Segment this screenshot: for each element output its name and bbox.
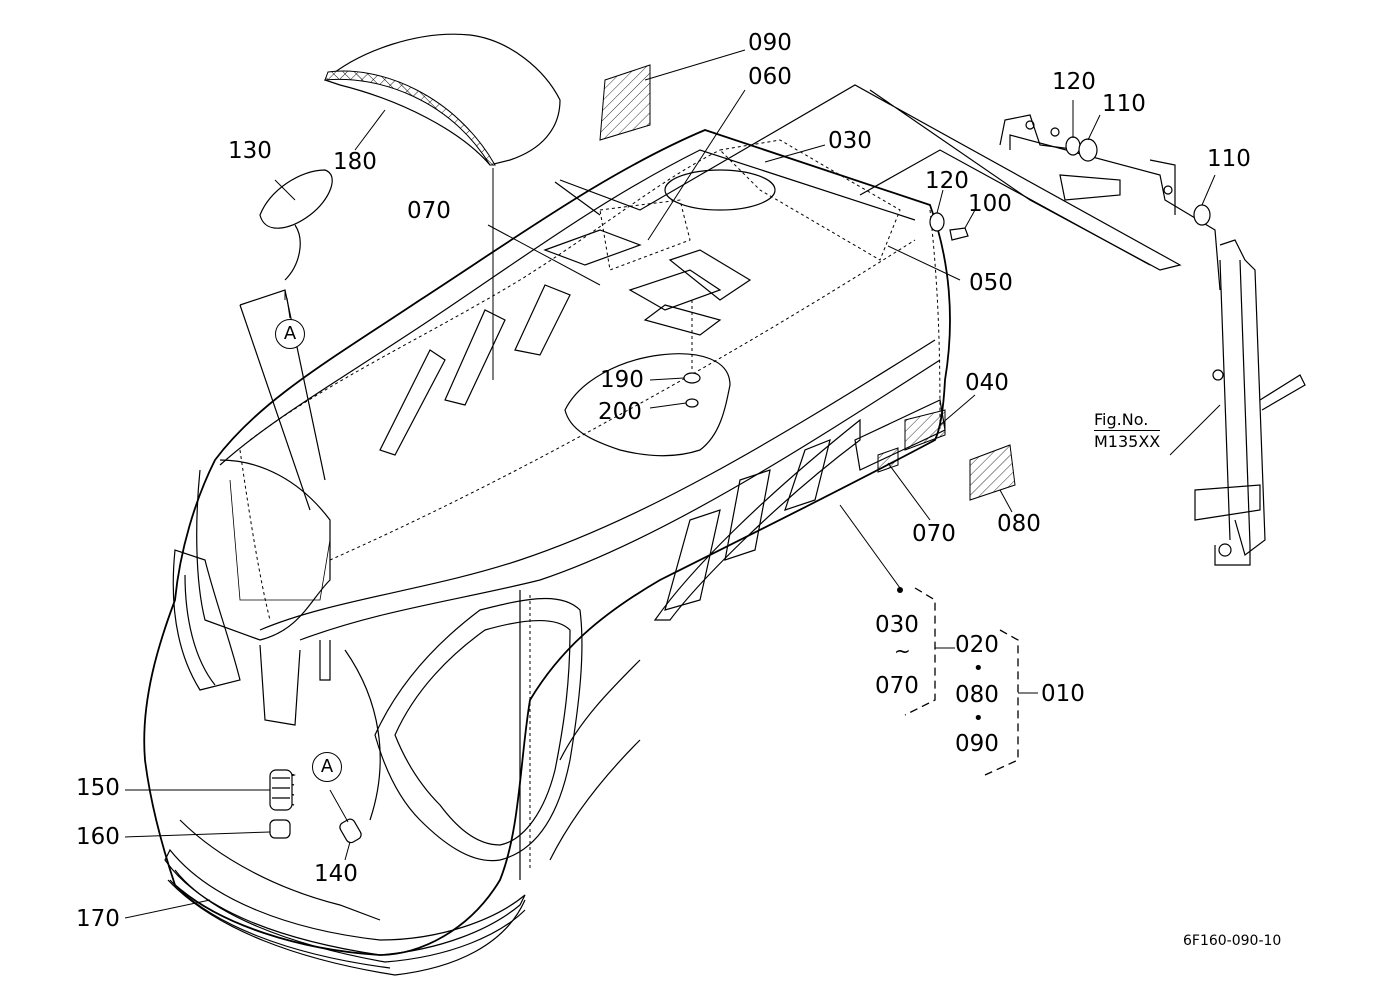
part-140-strut <box>329 649 381 844</box>
callout-110-top[interactable]: 110 <box>1102 91 1146 117</box>
tree-group-dot-1: • <box>973 658 984 679</box>
part-190-200-hardware <box>683 300 701 408</box>
callout-080[interactable]: 080 <box>997 511 1041 537</box>
callout-030[interactable]: 030 <box>828 128 872 154</box>
callout-170[interactable]: 170 <box>76 906 120 932</box>
fig-reference[interactable]: Fig.No. M135XX <box>1094 410 1161 452</box>
assembly-bullet-dot <box>897 587 903 593</box>
callout-070-top[interactable]: 070 <box>407 198 451 224</box>
callout-150[interactable]: 150 <box>76 775 120 801</box>
bracket-assembly <box>999 114 1306 566</box>
callout-040[interactable]: 040 <box>965 370 1009 396</box>
tree-group-item-090[interactable]: 090 <box>955 731 999 757</box>
callout-070-side[interactable]: 070 <box>912 521 956 547</box>
callout-050[interactable]: 050 <box>969 270 1013 296</box>
callout-120-top[interactable]: 120 <box>1052 69 1096 95</box>
callout-180[interactable]: 180 <box>333 149 377 175</box>
tree-group-dot-2: • <box>973 708 984 729</box>
part-130-mirror <box>259 169 333 300</box>
callout-130[interactable]: 130 <box>228 138 272 164</box>
detail-marker-a-bottom[interactable]: A <box>312 752 342 782</box>
fig-reference-number: M135XX <box>1094 430 1161 451</box>
hood-body <box>143 129 951 969</box>
part-070-label-b <box>877 447 899 473</box>
part-180-cover <box>323 33 561 380</box>
part-080-label <box>969 444 1016 501</box>
drawing-number: 6F160-090-10 <box>1183 933 1282 949</box>
part-040-label <box>904 409 946 451</box>
tree-range-start[interactable]: 030 <box>875 612 919 638</box>
detail-marker-a-top[interactable]: A <box>275 319 305 349</box>
tree-group-item-020[interactable]: 020 <box>955 632 999 658</box>
tree-assembly-010[interactable]: 010 <box>1041 681 1085 707</box>
part-150-spring <box>269 769 296 811</box>
callout-090[interactable]: 090 <box>748 30 792 56</box>
tree-group-item-080[interactable]: 080 <box>955 682 999 708</box>
callout-120-mid[interactable]: 120 <box>925 168 969 194</box>
callout-100[interactable]: 100 <box>968 191 1012 217</box>
callout-160[interactable]: 160 <box>76 824 120 850</box>
tree-range-separator: ~ <box>894 639 911 663</box>
callout-190[interactable]: 190 <box>600 367 644 393</box>
callout-060[interactable]: 060 <box>748 64 792 90</box>
part-170-edge-trim <box>167 879 526 976</box>
part-160-bushing <box>269 819 291 839</box>
callout-140[interactable]: 140 <box>314 861 358 887</box>
tree-range-end[interactable]: 070 <box>875 673 919 699</box>
part-090-label <box>599 64 651 141</box>
callout-110-right[interactable]: 110 <box>1207 146 1251 172</box>
part-120-100-fasteners <box>929 212 969 241</box>
callout-200[interactable]: 200 <box>598 399 642 425</box>
assembly-tree-brackets <box>904 587 1038 776</box>
leader-lines <box>124 49 1221 919</box>
fig-reference-label: Fig.No. <box>1094 410 1149 429</box>
